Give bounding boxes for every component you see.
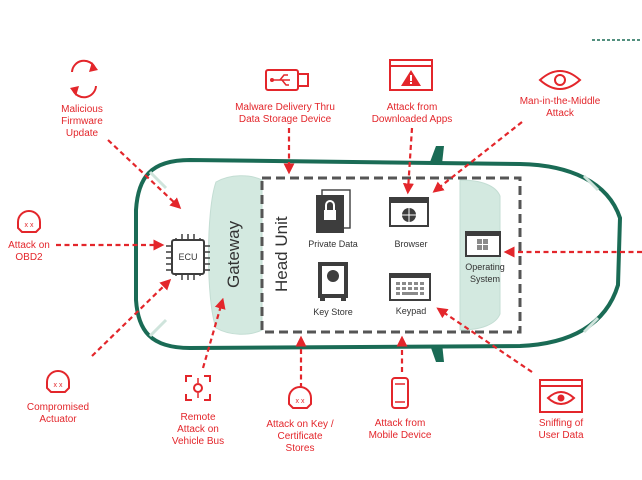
eye-icon [538,70,582,90]
skull-icon: x x [46,370,70,393]
malware-line-2: Data Storage Device [239,114,332,125]
key-cert-line-3: Stores [286,443,315,454]
obd2-line-2: OBD2 [15,252,43,263]
key-cert-line-2: Certificate [277,431,322,442]
mitm-line-2: Attack [546,108,575,119]
svg-text:x x: x x [25,222,34,229]
usb-drive-icon [265,69,309,91]
bus-line-2: Attack on [177,424,219,435]
bus-line-1: Remote [180,412,215,423]
browser-eye-icon [539,379,583,413]
bus-line-3: Vehicle Bus [172,436,224,447]
firmware-line-2: Firmware [61,116,103,127]
ecu-label: ECU [178,252,197,262]
svg-text:x x: x x [54,382,63,389]
ecu-chip-icon: ECU [166,234,210,280]
apps-line-1: Attack from [387,102,438,113]
keypad-icon [389,273,431,301]
actuator-line-1: Compromised [27,402,89,413]
bus-node-icon [185,375,211,401]
gateway-label: Gateway [224,220,243,288]
attack-arrows [56,121,642,388]
head-unit-boundary [260,176,522,334]
head-unit-label: Head Unit [272,216,291,292]
malware-line-1: Malware Delivery Thru [235,102,335,113]
skull-icon: x x [17,210,41,233]
operating-system-label-1: Operating [465,262,505,272]
firmware-line-3: Update [66,128,99,139]
apps-line-2: Downloaded Apps [372,114,453,125]
windows-icon [465,231,501,257]
mobile-line-1: Attack from [375,418,426,429]
key-store-label: Key Store [313,307,353,317]
firmware-line-1: Malicious [61,104,103,115]
sniffing-line-2: User Data [538,430,583,441]
svg-text:x x: x x [296,398,305,405]
browser-label: Browser [394,239,427,249]
lock-folder-icon [316,189,351,233]
smartphone-icon [391,377,409,409]
globe-window-icon [389,197,429,227]
safe-icon [318,262,348,301]
mobile-line-2: Mobile Device [369,430,432,441]
browser-warning-icon [389,59,433,91]
skull-icon: x x [288,386,312,409]
mitm-line-1: Man-in-the-Middle [520,96,601,107]
private-data-label: Private Data [308,239,358,249]
key-cert-line-1: Attack on Key / [266,419,333,430]
keypad-label: Keypad [396,306,427,316]
car-outline [134,146,623,362]
operating-system-label-2: System [470,274,500,284]
sync-arrows-icon [70,59,98,99]
obd2-line-1: Attack on [8,240,50,251]
actuator-line-2: Actuator [39,414,77,425]
sniffing-line-1: Sniffing of [539,418,584,429]
